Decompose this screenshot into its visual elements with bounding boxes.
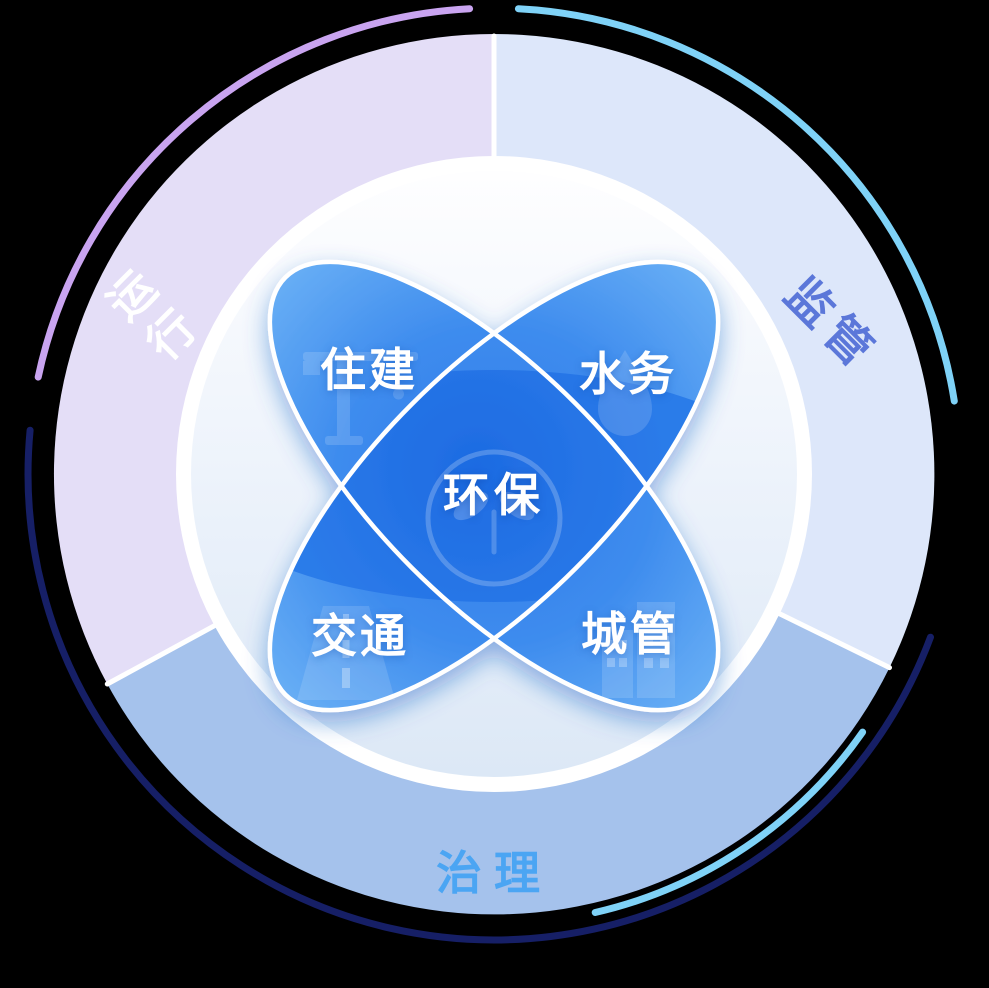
- ring-label-governance: 治理: [436, 847, 552, 899]
- petal-flower: [267, 259, 721, 713]
- outer-arc-navy: [24, 426, 934, 944]
- eco-circle-icon: [425, 449, 563, 587]
- divider-left: [104, 623, 217, 687]
- crane-icon: [303, 352, 418, 445]
- petal-label-urban: 城管: [581, 608, 679, 660]
- outer-arc-purple: [34, 5, 474, 381]
- outer-arc-cyan-top: [514, 5, 958, 405]
- divider-right: [777, 611, 892, 671]
- petal-outline-a: [267, 259, 721, 713]
- buildings-icon: [602, 602, 675, 698]
- water-drop-icon: [598, 350, 652, 436]
- petal-outline-b: [267, 259, 721, 713]
- petal-label-housing: 住建: [320, 344, 418, 396]
- center-label-environment: 环保: [443, 469, 545, 521]
- petal-label-traffic: 交通: [311, 610, 409, 662]
- outer-arc-cyan-bottom: [591, 728, 867, 916]
- petal-label-water: 水务: [579, 348, 677, 400]
- road-icon: [297, 606, 395, 700]
